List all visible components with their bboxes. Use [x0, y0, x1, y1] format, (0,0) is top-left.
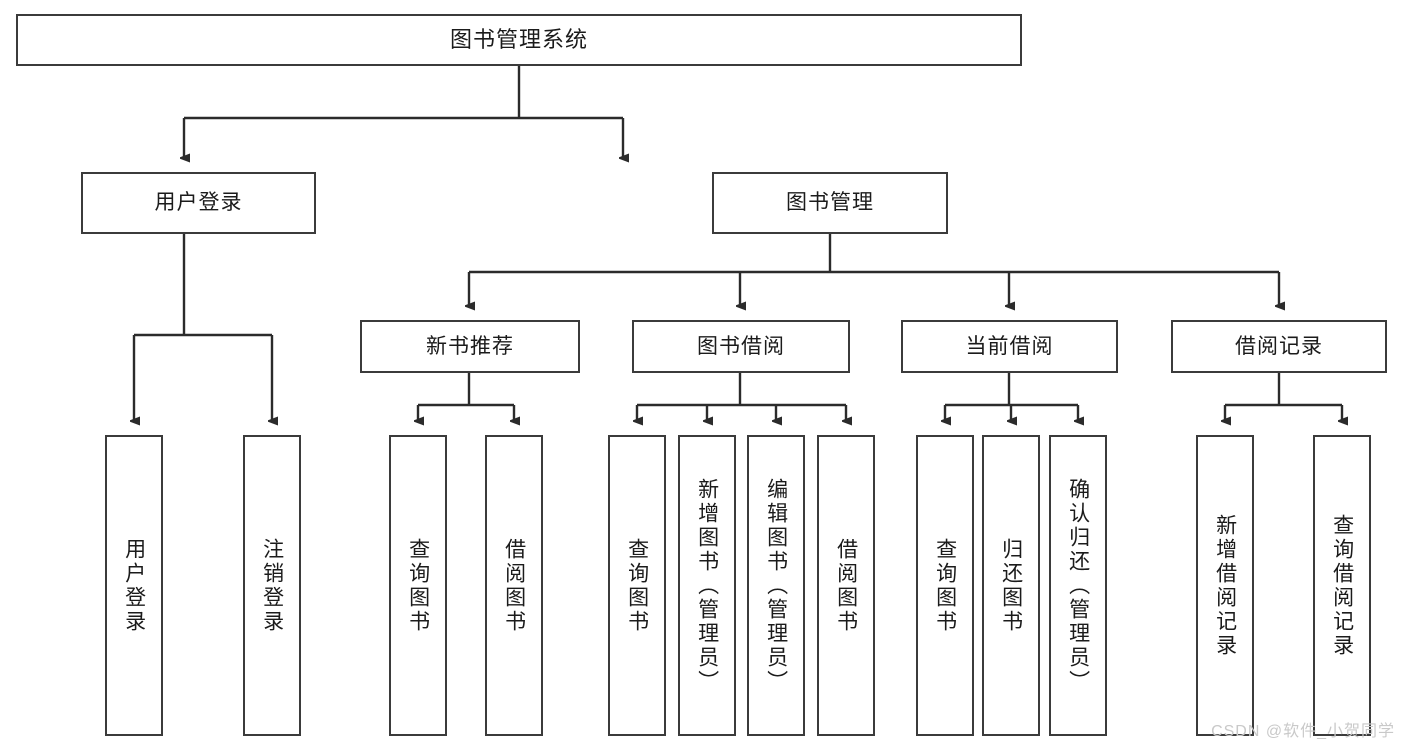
watermark-text: CSDN @软件_小贺同学	[1211, 723, 1395, 740]
leaf-borrow-edit-book-admin[interactable]: 编辑图书（管理员）	[747, 435, 805, 736]
node-book-borrowing[interactable]: 图书借阅	[632, 320, 850, 373]
leaf-records-query-record[interactable]: 查询借阅记录	[1313, 435, 1371, 736]
leaf-borrow-borrow-books[interactable]: 借阅图书	[817, 435, 875, 736]
node-borrowing-records[interactable]: 借阅记录	[1171, 320, 1387, 373]
leaf-user-login-login[interactable]: 用户登录	[105, 435, 163, 736]
leaf-new-book-query-books[interactable]: 查询图书	[389, 435, 447, 736]
node-current-borrowing[interactable]: 当前借阅	[901, 320, 1118, 373]
leaf-current-confirm-return-admin[interactable]: 确认归还（管理员）	[1049, 435, 1107, 736]
node-root-book-management-system[interactable]: 图书管理系统	[16, 14, 1022, 66]
leaf-current-return-books[interactable]: 归还图书	[982, 435, 1040, 736]
leaf-borrow-add-book-admin[interactable]: 新增图书（管理员）	[678, 435, 736, 736]
leaf-records-add-record[interactable]: 新增借阅记录	[1196, 435, 1254, 736]
leaf-user-login-logout[interactable]: 注销登录	[243, 435, 301, 736]
leaf-borrow-query-books[interactable]: 查询图书	[608, 435, 666, 736]
node-user-login[interactable]: 用户登录	[81, 172, 316, 234]
leaf-current-query-books[interactable]: 查询图书	[916, 435, 974, 736]
node-new-book-recommendation[interactable]: 新书推荐	[360, 320, 580, 373]
leaf-new-book-borrow-books[interactable]: 借阅图书	[485, 435, 543, 736]
node-book-management[interactable]: 图书管理	[712, 172, 948, 234]
